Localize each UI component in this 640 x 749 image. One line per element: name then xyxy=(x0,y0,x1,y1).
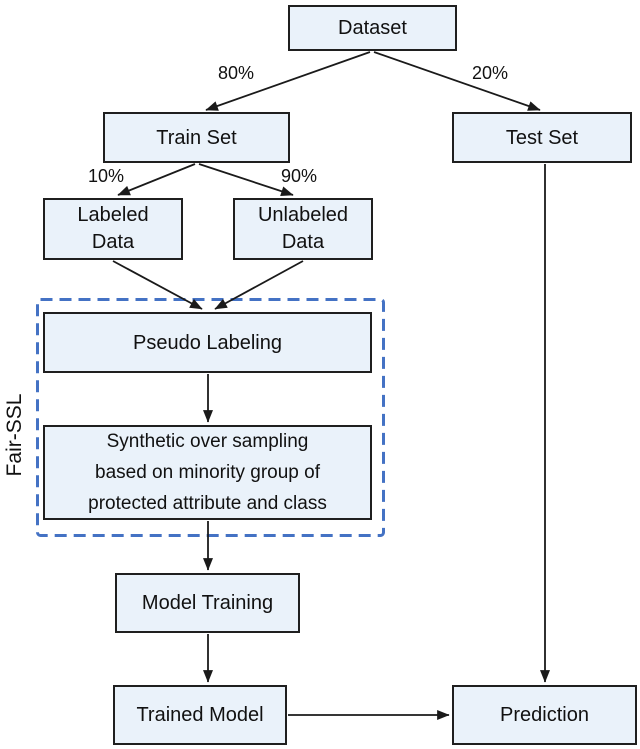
edge-dataset-to-test-set xyxy=(373,51,541,111)
fair-ssl-dashed-box xyxy=(36,298,385,537)
node-labeled-data: Labeled Data xyxy=(43,198,183,260)
edge-labeled-data-to-pseudo-labeling xyxy=(112,260,203,310)
node-pseudo-labeling-label: Pseudo Labeling xyxy=(132,331,282,354)
edge-label-90-percent: 90% xyxy=(281,166,318,186)
node-unlabeled-data: Unlabeled Data xyxy=(233,198,373,260)
edge-train-set-to-unlabeled-data xyxy=(198,163,294,197)
node-prediction-label: Prediction xyxy=(500,704,589,726)
node-trained-model: Trained Model xyxy=(113,685,287,745)
node-train-set-label: Train Set xyxy=(156,126,237,149)
node-pseudo-labeling: Pseudo Labeling xyxy=(43,312,372,373)
node-model-training: Model Training xyxy=(115,573,300,633)
node-trained-model-label: Trained Model xyxy=(136,704,264,726)
node-train-set: Train Set xyxy=(103,112,290,163)
edge-unlabeled-data-to-pseudo-labeling xyxy=(214,260,304,310)
node-model-training-label: Model Training xyxy=(141,592,274,614)
edge-label-80-percent: 80% xyxy=(218,63,255,83)
node-test-set-label: Test Set xyxy=(505,126,579,149)
node-test-set: Test Set xyxy=(452,112,632,163)
node-unlabeled-data-label: Unlabeled Data xyxy=(257,204,349,253)
node-synthetic-oversampling-label: Synthetic over sampling based on minorit… xyxy=(88,431,327,514)
edge-dataset-to-train-set xyxy=(205,51,371,111)
node-dataset-label: Dataset xyxy=(338,17,407,39)
edge-label-10-percent: 10% xyxy=(88,166,125,186)
node-synthetic-oversampling: Synthetic over sampling based on minorit… xyxy=(43,425,372,520)
edge-train-set-to-labeled-data xyxy=(117,163,196,196)
node-labeled-data-label: Labeled Data xyxy=(77,204,149,253)
edge-label-20-percent: 20% xyxy=(472,63,509,83)
node-prediction: Prediction xyxy=(452,685,637,745)
fair-ssl-label: Fair-SSL xyxy=(3,393,26,477)
node-dataset: Dataset xyxy=(288,5,457,51)
